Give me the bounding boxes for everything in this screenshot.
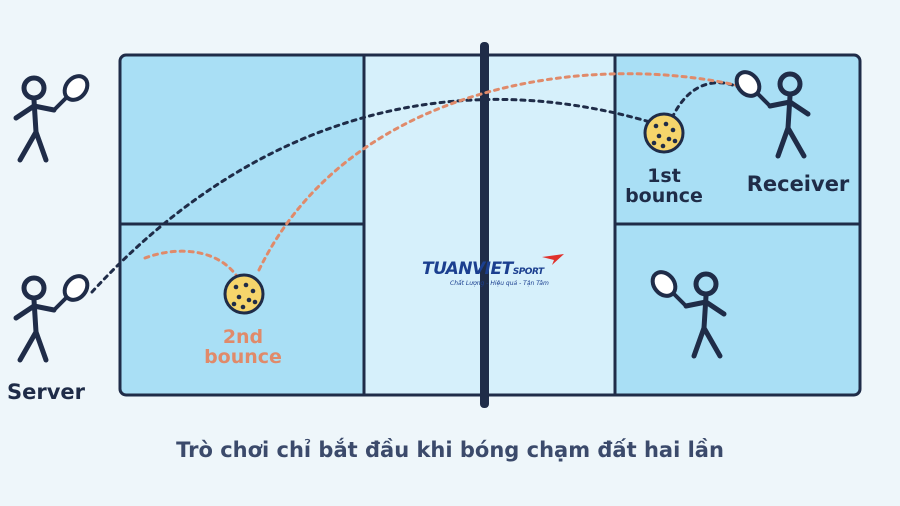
tuanviet-logo: TUANVIETSPORT Chất Lượng - Hiệu quả - Tậ…	[420, 253, 570, 293]
second-bounce-label-line1: 2nd	[223, 326, 263, 348]
serve-path	[90, 97, 662, 294]
return-path	[256, 72, 750, 274]
logo-wordmark: TUANVIETSPORT	[422, 259, 544, 279]
logo-tagline: Chất Lượng - Hiệu quả - Tận Tâm	[450, 280, 549, 287]
kitchen-right	[483, 53, 617, 397]
second-bounce-path	[143, 249, 240, 280]
kitchen-left	[362, 53, 487, 397]
player-icon-server	[16, 272, 92, 360]
player-icon-top-left	[16, 72, 92, 160]
ball-second-bounce	[223, 273, 265, 315]
logo-mark-icon	[542, 254, 564, 265]
net	[480, 42, 489, 408]
second-bounce-label-line2: bounce	[204, 346, 282, 368]
receiver-label: Receiver	[747, 172, 850, 196]
server-label: Server	[7, 380, 86, 404]
first-bounce-label-line2: bounce	[625, 185, 703, 207]
logo-sport: SPORT	[512, 267, 544, 277]
logo-brand: TUANVIET	[422, 259, 513, 279]
caption: Trò chơi chỉ bắt đầu khi bóng chạm đất h…	[176, 438, 724, 462]
first-bounce-label-line1: 1st	[647, 165, 681, 187]
ball-first-bounce	[643, 112, 685, 154]
